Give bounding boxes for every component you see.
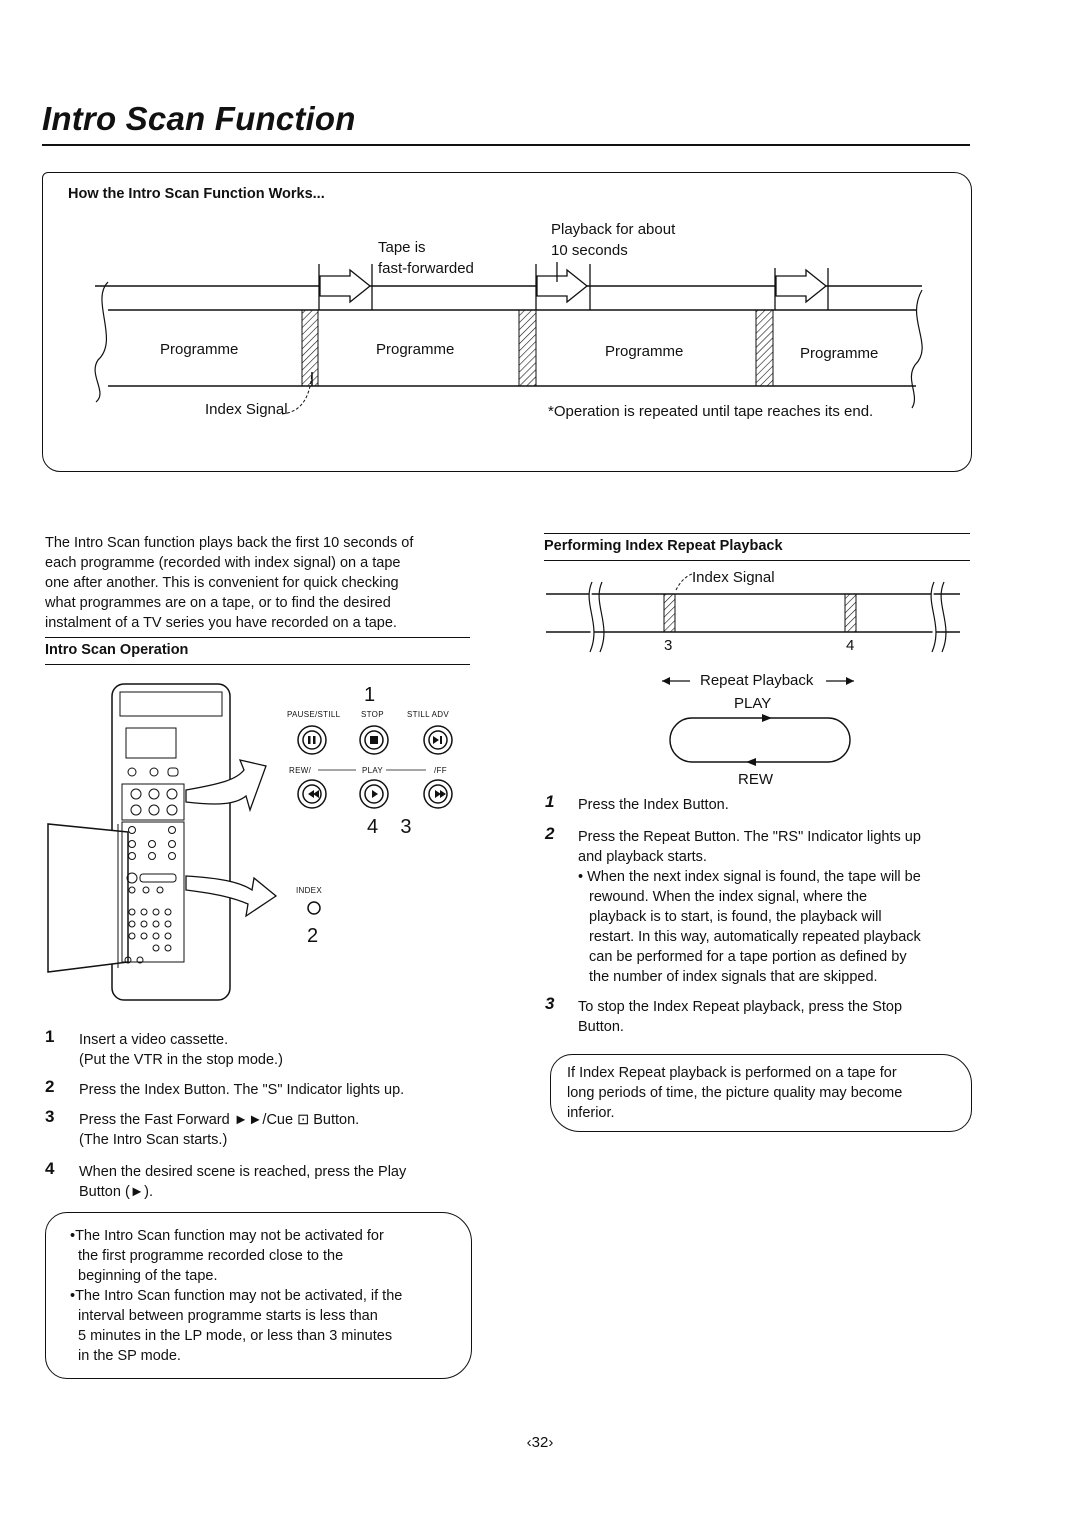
programme-label-3: Programme <box>605 343 684 360</box>
programme-label-4: Programme <box>800 345 879 362</box>
index-signal-label: Index Signal <box>205 401 288 418</box>
note-line: interval between programme starts is les… <box>78 1308 378 1324</box>
note-line: If Index Repeat playback is performed on… <box>567 1065 897 1081</box>
step-line: Insert a video cassette. <box>79 1032 229 1048</box>
note-line: the first programme recorded close to th… <box>78 1248 344 1264</box>
divider <box>544 533 970 534</box>
step-text: To stop the Index Repeat playback, press… <box>578 997 902 1037</box>
note-line: inferior. <box>567 1105 615 1121</box>
stop-label: STOP <box>361 710 384 719</box>
step-line: To stop the Index Repeat playback, press… <box>578 999 903 1015</box>
tape-is-label: Tape is <box>378 239 426 256</box>
intro-line: The Intro Scan function plays back the f… <box>45 535 414 551</box>
programme-label-2: Programme <box>376 341 455 358</box>
step-bullet: • When the next index signal is found, t… <box>578 867 921 987</box>
playback-for-about-label: Playback for about <box>551 221 676 238</box>
step-text: When the desired scene is reached, press… <box>79 1162 406 1202</box>
step-line: Button (►). <box>79 1184 153 1200</box>
step-number: 3 <box>545 994 555 1013</box>
step-line: rewound. When the index signal, where th… <box>589 889 868 905</box>
ten-seconds-label: 10 seconds <box>551 242 628 259</box>
step-text: Press the Repeat Button. The "RS" Indica… <box>578 827 921 867</box>
note-line: •The Intro Scan function may not be acti… <box>70 1288 403 1304</box>
index-number-4: 4 <box>846 637 855 654</box>
step-number: 1 <box>45 1027 55 1046</box>
index-repeat-diagram <box>546 573 960 766</box>
step-number: 4 <box>45 1159 55 1178</box>
ff-label: /FF <box>434 766 447 775</box>
divider <box>45 664 470 665</box>
intro-scan-notes-box <box>45 1212 472 1379</box>
rew-label: REW/ <box>289 766 312 775</box>
index-signal-label-2: Index Signal <box>692 569 775 586</box>
intro-paragraph: The Intro Scan function plays back the f… <box>45 533 470 633</box>
intro-scan-diagram <box>94 262 923 415</box>
step-number: 3 <box>45 1107 55 1126</box>
step-line: Button. <box>578 1019 624 1035</box>
step-line: and playback starts. <box>578 849 707 865</box>
step-line: playback is to start, is found, the play… <box>589 909 882 925</box>
index-number-3: 3 <box>664 637 673 654</box>
remote-control-illustration <box>47 683 453 1001</box>
callout-1: 1 <box>364 684 376 706</box>
callout-2: 2 <box>307 925 319 947</box>
how-it-works-box <box>42 172 972 472</box>
intro-line: each programme (recorded with index sign… <box>45 555 401 571</box>
index-repeat-heading: Performing Index Repeat Playback <box>544 538 783 554</box>
pause-still-label: PAUSE/STILL <box>287 710 341 719</box>
note-line: •The Intro Scan function may not be acti… <box>70 1228 384 1244</box>
step-line: • When the next index signal is found, t… <box>578 869 921 885</box>
step-line: Press the Repeat Button. The "RS" Indica… <box>578 829 921 845</box>
page-title: Intro Scan Function <box>42 100 356 137</box>
note-line: long periods of time, the picture qualit… <box>567 1085 903 1101</box>
step-line: (The Intro Scan starts.) <box>79 1132 228 1148</box>
step-line: (Put the VTR in the stop mode.) <box>79 1052 283 1068</box>
step-text: Press the Index Button. <box>578 797 729 813</box>
intro-scan-operation-heading: Intro Scan Operation <box>45 642 189 658</box>
step-line: restart. In this way, automatically repe… <box>589 929 921 945</box>
how-it-works-heading: How the Intro Scan Function Works... <box>68 186 325 202</box>
index-button-label: INDEX <box>296 886 322 895</box>
page-number: ‹32› <box>526 1434 554 1451</box>
note-line: beginning of the tape. <box>78 1268 218 1284</box>
step-text: Press the Index Button. The "S" Indicato… <box>79 1082 405 1098</box>
callout-4-3: 4 3 <box>367 816 412 838</box>
still-adv-label: STILL ADV <box>407 710 449 719</box>
intro-line: what programmes are on a tape, or to fin… <box>45 595 391 611</box>
rew-direction-label: REW <box>738 771 773 788</box>
programme-label-1: Programme <box>160 341 239 358</box>
step-number: 2 <box>45 1077 55 1096</box>
intro-line: instalment of a TV series you have recor… <box>45 615 397 631</box>
fast-forwarded-label: fast-forwarded <box>378 260 474 277</box>
title-rule <box>42 144 970 146</box>
note-line: in the SP mode. <box>78 1348 181 1364</box>
note-line: 5 minutes in the LP mode, or less than 3… <box>78 1328 393 1344</box>
step-number: 1 <box>545 792 555 811</box>
step-text: Press the Fast Forward ►►/Cue ⊡ Button. … <box>79 1110 359 1150</box>
divider <box>45 637 470 638</box>
repeat-playback-label: Repeat Playback <box>700 672 814 689</box>
step-number: 2 <box>545 824 555 843</box>
step-line: Press the Fast Forward ►►/Cue ⊡ Button. <box>79 1112 360 1128</box>
step-line: When the desired scene is reached, press… <box>79 1164 407 1180</box>
play-direction-label: PLAY <box>734 695 772 712</box>
index-repeat-note: If Index Repeat playback is performed on… <box>567 1063 902 1123</box>
intro-scan-notes: •The Intro Scan function may not be acti… <box>70 1226 402 1366</box>
step-line: can be performed for a tape portion as d… <box>589 949 907 965</box>
divider <box>544 560 970 561</box>
step-line: the number of index signals that are ski… <box>589 969 878 985</box>
intro-line: one after another. This is convenient fo… <box>45 575 399 591</box>
operation-note: *Operation is repeated until tape reache… <box>548 403 874 420</box>
play-label: PLAY <box>362 766 384 775</box>
step-text: Insert a video cassette. (Put the VTR in… <box>79 1030 283 1070</box>
index-repeat-note-box <box>550 1054 972 1132</box>
